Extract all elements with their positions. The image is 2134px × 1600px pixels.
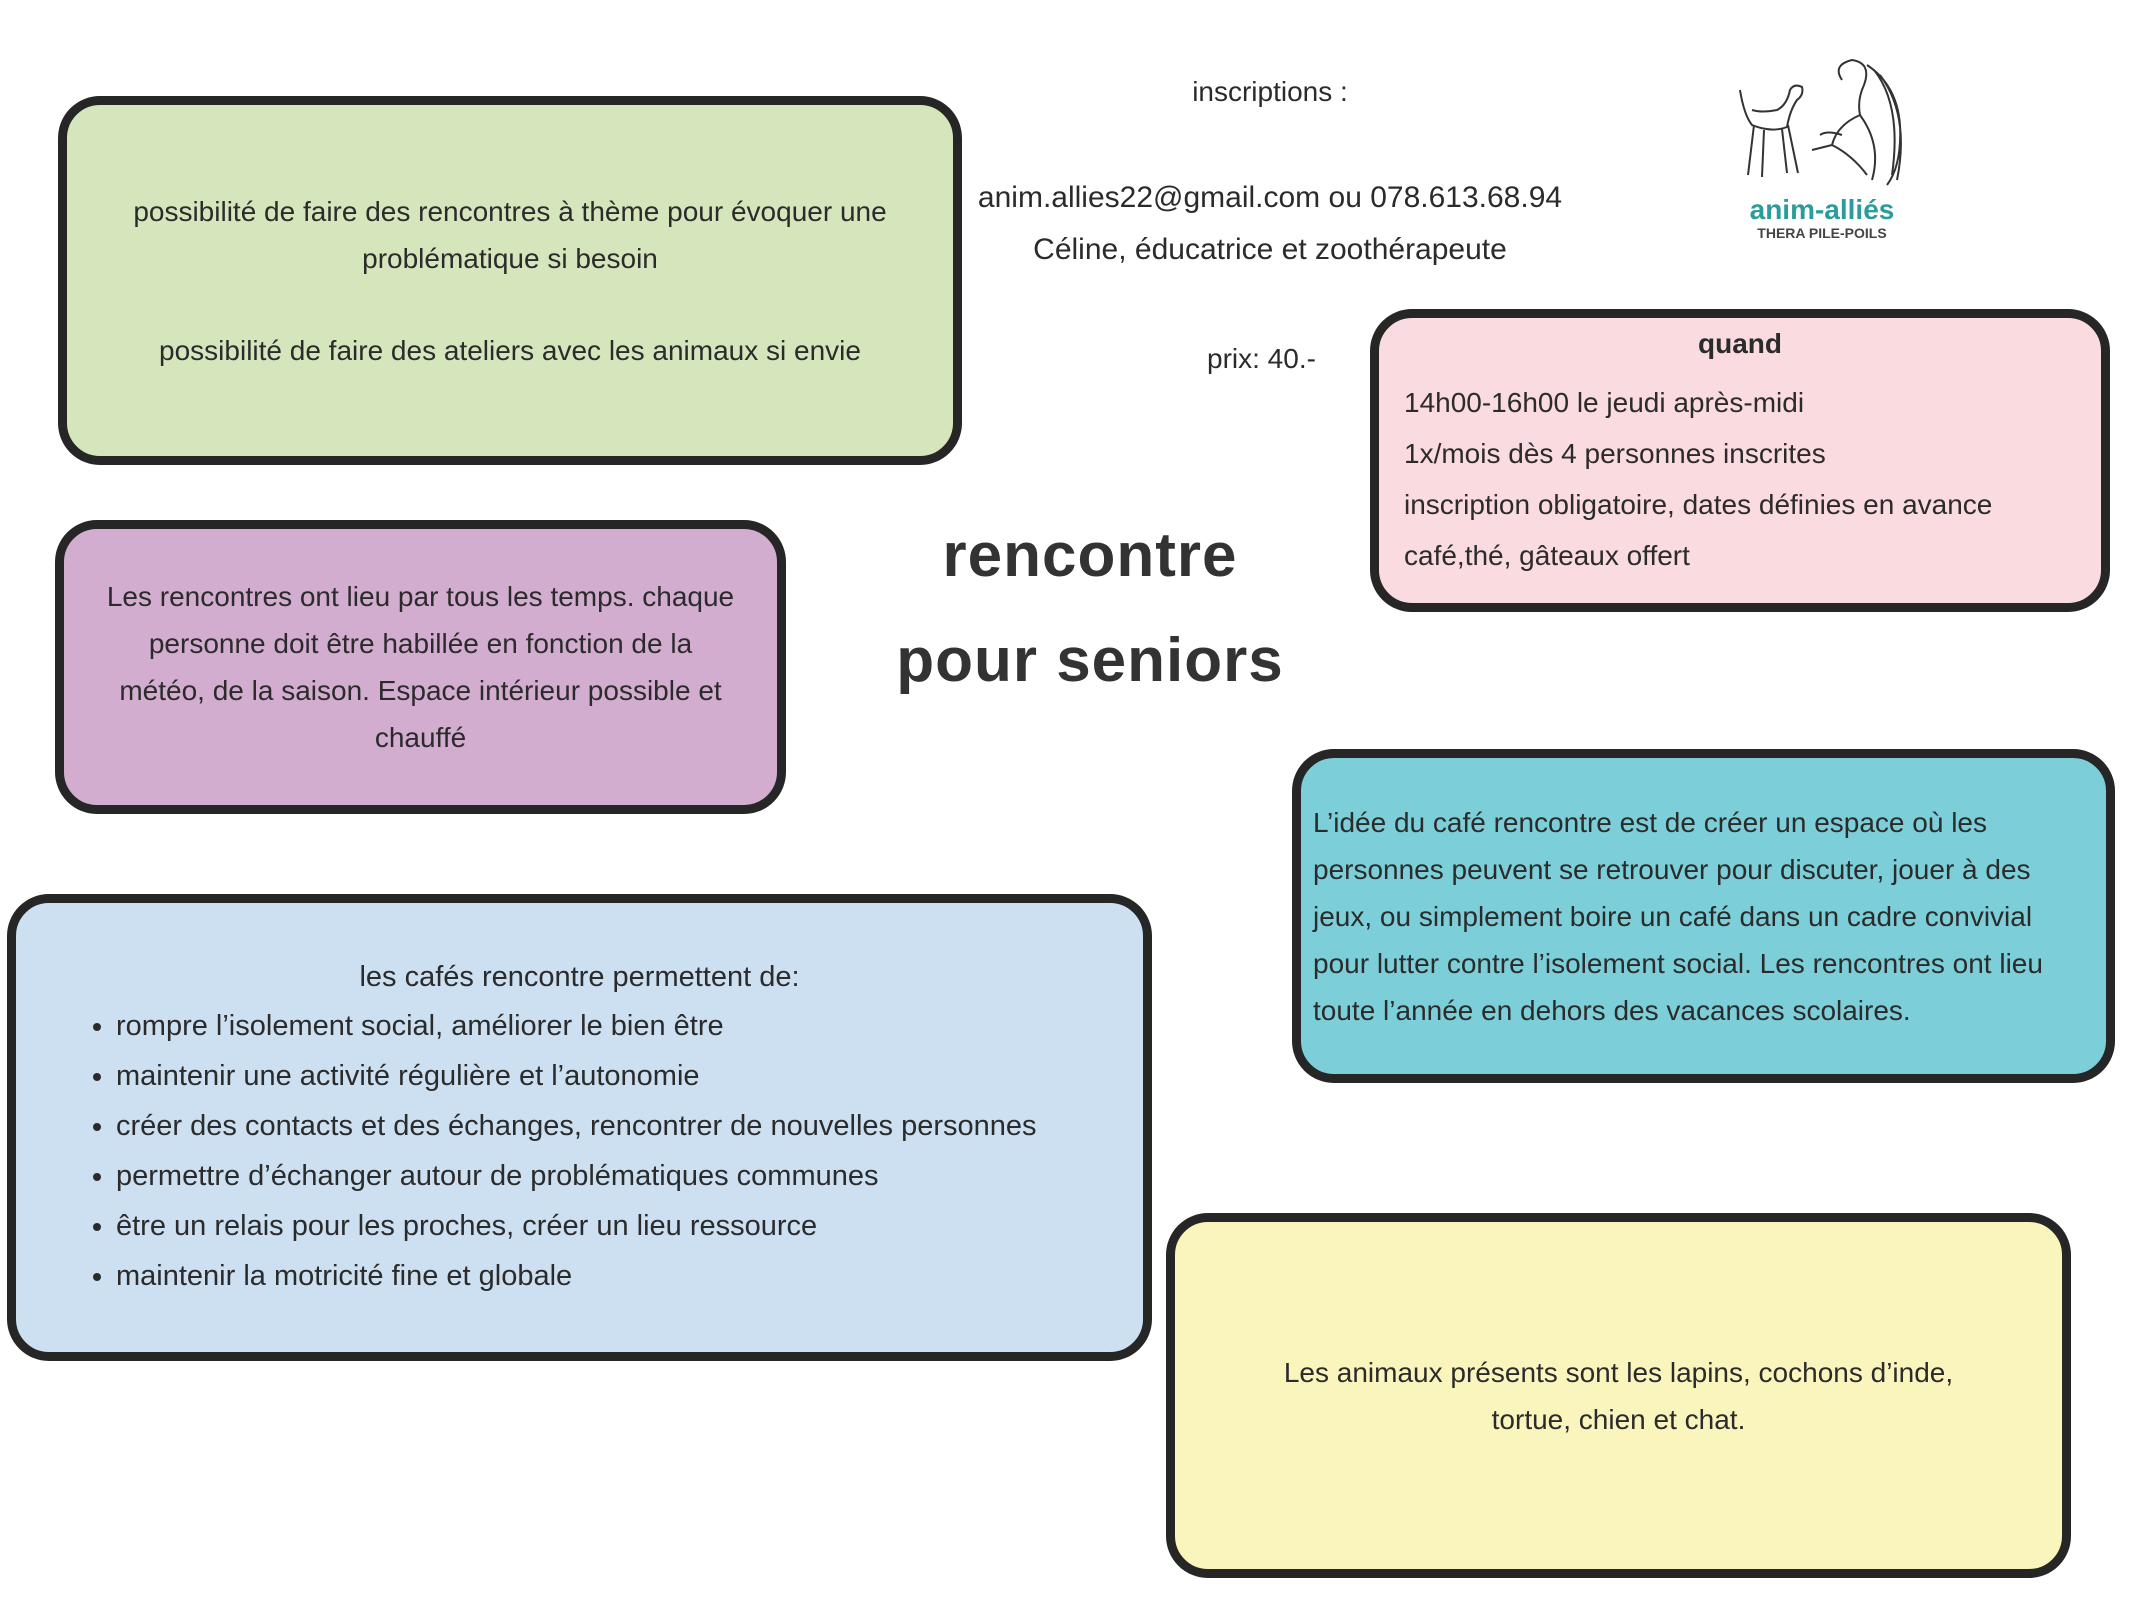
animal-workshops-text: possibilité de faire des ateliers avec l… — [159, 334, 861, 366]
page-title-line1: rencontre — [942, 521, 1238, 590]
teal-info-box: L’idée du café rencontre est de créer un… — [1292, 749, 2115, 1083]
logo-name: anim-alliés — [1749, 194, 1895, 225]
price: prix: 40.- — [1207, 343, 1316, 374]
when-line: café,thé, gâteaux offert — [1404, 540, 1690, 571]
when-heading: quand — [1698, 328, 1782, 359]
green-info-box: possibilité de faire des rencontres à th… — [58, 96, 962, 465]
theme-meetings-text: possibilité de faire des rencontres à th… — [133, 195, 887, 274]
logo: anim-alliés THERA PILE-POILS — [1732, 55, 1912, 245]
benefits-heading: les cafés rencontre permettent de: — [359, 961, 800, 993]
benefits-list: rompre l’isolement social, améliorer le … — [46, 1001, 1113, 1301]
weather-text: Les rencontres ont lieu par tous les tem… — [106, 581, 735, 753]
list-item: permettre d’échanger autour de problémat… — [116, 1151, 1113, 1201]
list-item: rompre l’isolement social, améliorer le … — [116, 1001, 1113, 1051]
list-item: créer des contacts et des échanges, renc… — [116, 1101, 1113, 1151]
when-line: inscription obligatoire, dates définies … — [1404, 489, 1993, 520]
when-box: quand 14h00-16h00 le jeudi après-midi 1x… — [1370, 309, 2110, 612]
cafe-idea-text: L’idée du café rencontre est de créer un… — [1313, 806, 2043, 1026]
contact-info[interactable]: anim.allies22@gmail.com ou 078.613.68.94 — [977, 181, 1563, 214]
when-line: 1x/mois dès 4 personnes inscrites — [1404, 438, 1826, 469]
dog-and-person-icon — [1739, 58, 1902, 186]
benefits-box: les cafés rencontre permettent de: rompr… — [7, 894, 1152, 1361]
person-info: Céline, éducatrice et zoothérapeute — [1033, 233, 1507, 266]
inscriptions-label: inscriptions : — [1192, 76, 1348, 107]
animals-text: Les animaux présents sont les lapins, co… — [1283, 1356, 1954, 1435]
animals-box: Les animaux présents sont les lapins, co… — [1166, 1213, 2071, 1578]
logo-subtitle: THERA PILE-POILS — [1757, 225, 1887, 241]
list-item: maintenir une activité régulière et l’au… — [116, 1051, 1113, 1101]
when-line: 14h00-16h00 le jeudi après-midi — [1404, 387, 1805, 418]
page-title-line2: pour seniors — [896, 626, 1284, 695]
list-item: maintenir la motricité fine et globale — [116, 1251, 1113, 1301]
purple-info-box: Les rencontres ont lieu par tous les tem… — [55, 520, 786, 814]
list-item: être un relais pour les proches, créer u… — [116, 1201, 1113, 1251]
